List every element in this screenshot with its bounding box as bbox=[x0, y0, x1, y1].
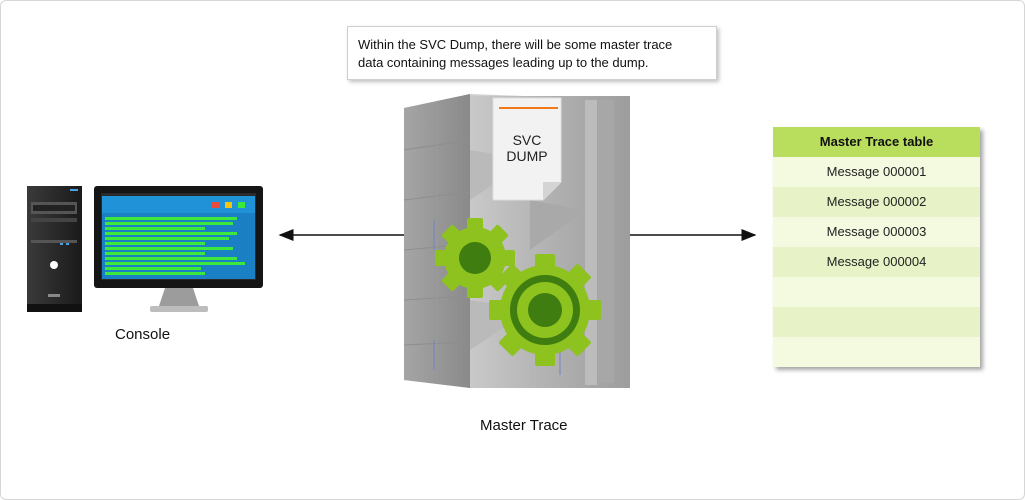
table-row bbox=[773, 337, 980, 367]
table-row: Message 000001 bbox=[773, 157, 980, 187]
table-row: Message 000004 bbox=[773, 247, 980, 277]
gears-icon bbox=[435, 218, 601, 366]
table-row: Message 000002 bbox=[773, 187, 980, 217]
table-row: Message 000003 bbox=[773, 217, 980, 247]
table-row bbox=[773, 277, 980, 307]
svc-dump-line-1: SVC bbox=[512, 132, 542, 148]
master-trace-label: Master Trace bbox=[480, 417, 568, 434]
console-computer-icon bbox=[27, 186, 263, 312]
master-trace-table-header: Master Trace table bbox=[773, 127, 980, 157]
master-trace-table: Master Trace table Message 000001 Messag… bbox=[773, 127, 980, 367]
svc-dump-line-2: DUMP bbox=[506, 148, 548, 164]
table-row bbox=[773, 307, 980, 337]
console-label: Console bbox=[115, 326, 171, 343]
svc-dump-document-icon bbox=[492, 97, 562, 201]
callout-line-1: Within the SVC Dump, there will be some … bbox=[358, 37, 673, 52]
callout-box: Within the SVC Dump, there will be some … bbox=[347, 26, 717, 80]
svc-dump-label: SVC DUMP bbox=[493, 132, 561, 164]
callout-line-2: data containing messages leading up to t… bbox=[358, 55, 649, 70]
